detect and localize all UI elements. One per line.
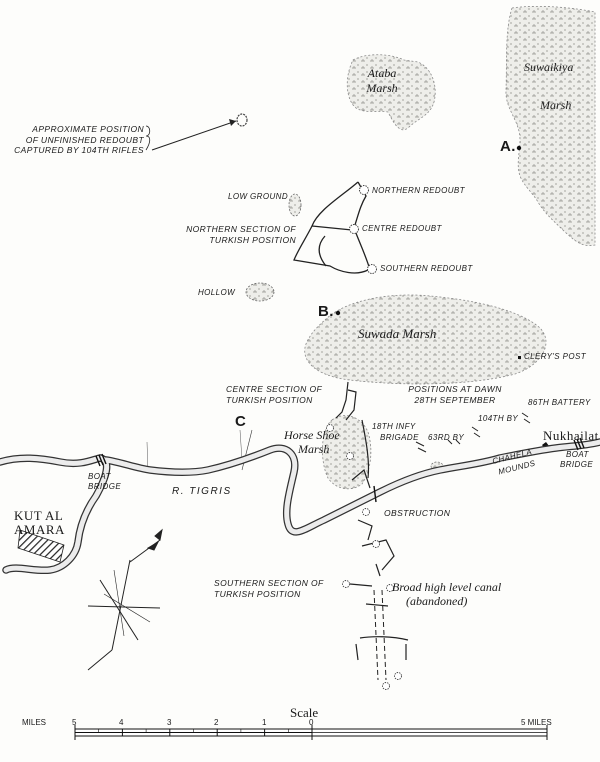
unfinished-redoubt-icon [236,113,248,127]
scale-right-unit: 5 MILES [521,718,552,727]
northern-section-line1: NORTHERN SECTION OF [186,224,296,234]
centre-section-line2: TURKISH POSITION [226,394,313,405]
kut-town [17,529,65,563]
battery-63-label: 63RD BY [428,433,465,442]
northern-section-label: NORTHERN SECTION OF TURKISH POSITION [160,224,296,245]
hollow-blob [245,282,275,302]
broad-canal [373,589,387,681]
unfinished-redoubt-note: APPROXIMATE POSITION OF UNFINISHED REDOU… [4,124,144,156]
battery-104-label: 104TH BY [478,414,519,423]
scale-tick-0: 0 [309,718,314,727]
pointer-arrow-line [151,120,237,151]
ataba-marsh [346,54,436,131]
unfinished-note-line1: APPROXIMATE POSITION [32,124,144,134]
unfinished-note-line3: CAPTURED BY 104TH RIFLES [14,145,144,156]
scale-bar [74,725,548,740]
positions-at-dawn-label: POSITIONS AT DAWN 28TH SEPTEMBER [400,384,510,405]
boat-bridge-left-line1: BOAT [88,472,111,481]
centre-section-label: CENTRE SECTION OF TURKISH POSITION [226,384,322,405]
letter-a: A. [500,138,516,155]
letter-c: C [235,413,247,430]
unfinished-note-line2: OF UNFINISHED REDOUBT [25,134,144,145]
suwada-marsh [304,294,547,385]
horse-shoe-label-line2: Marsh [298,442,330,456]
scale-title: Scale [290,705,319,720]
scale-tick-2: 2 [214,718,219,727]
centre-redoubt-b-icon [346,452,354,460]
infantry-brigade-line2: BRIGADE [380,433,419,442]
ataba-marsh-label: Ataba Marsh [358,66,406,96]
southern-redoubt-label: SOUTHERN REDOUBT [380,264,473,273]
centre-redoubt-label: CENTRE REDOUBT [362,224,442,233]
redoubt-icons [349,185,377,274]
suwaikiya-marsh [505,5,596,247]
pointer-arrowhead-icon [229,119,236,126]
centre-trenches [335,381,371,489]
boat-bridge-right-line1: BOAT [566,450,589,459]
point-b-icon [335,310,341,316]
positions-line2: 28TH SEPTEMBER [414,394,496,405]
low-ground-label: LOW GROUND [228,192,288,201]
tributary-1 [239,429,243,461]
positions-line1: POSITIONS AT DAWN [408,384,502,394]
boat-bridge-right-line2: BRIDGE [560,460,594,469]
canal-cross-trenches [355,603,409,661]
northern-redoubt-label: NORTHERN REDOUBT [372,186,465,195]
canal-label-line2: (abandoned) [406,594,468,608]
river-tigris-inner [0,439,600,573]
southern-trenches [349,519,395,587]
horse-shoe-label-line1: Horse Shoe [284,428,340,442]
centre-pointer [241,429,253,471]
battery-86-label: 86TH BATTERY [528,398,591,407]
scale-tick-3: 3 [167,718,172,727]
canal-label-line1: Broad high level canal [392,580,502,594]
southern-section-line1: SOUTHERN SECTION OF [214,578,324,588]
boat-bridge-left-line2: BRIDGE [88,482,122,491]
obstruction-label: OBSTRUCTION [384,508,451,518]
suwada-marsh-label: Suwada Marsh [358,326,437,341]
river-tigris-label: R. TIGRIS [172,486,232,497]
clerys-post-label: CLERY'S POST [524,352,587,361]
hollow-label: HOLLOW [198,288,236,297]
unfinished-bracket [145,125,151,151]
horse-shoe-marsh [322,415,372,490]
point-a-icon [516,145,522,151]
southern-section-line2: TURKISH POSITION [214,588,301,599]
nukhailat-label: Nukhailat [543,428,599,443]
infantry-brigade-line1: 18TH INFY [372,422,416,431]
ataba-label-line2: Marsh [366,81,398,95]
suwaikiya-label-line2: Marsh [540,98,572,112]
northern-section-line2: TURKISH POSITION [209,234,296,245]
scale-tick-1: 1 [262,718,267,727]
low-ground-blob [288,193,302,217]
scale-tick-5: 5 [72,718,77,727]
troop-markers [415,412,531,453]
scale-left-unit: MILES [22,718,47,727]
centre-section-line1: CENTRE SECTION OF [226,384,323,394]
kut-label-line1: KUT AL [14,508,64,523]
southern-section-label: SOUTHERN SECTION OF TURKISH POSITION [214,578,324,599]
ataba-label-line1: Ataba [367,66,397,80]
scale-tick-4: 4 [119,718,124,727]
bridge-marks [95,437,585,503]
letter-b: B. [318,303,334,320]
kut-label-line2: AMARA [14,522,65,537]
compass-rose-icon [87,528,163,671]
centre-redoubt-a-icon [326,424,334,432]
clerys-post-icon [518,356,521,359]
suwaikiya-label-line1: Suwaikiya [524,60,574,74]
